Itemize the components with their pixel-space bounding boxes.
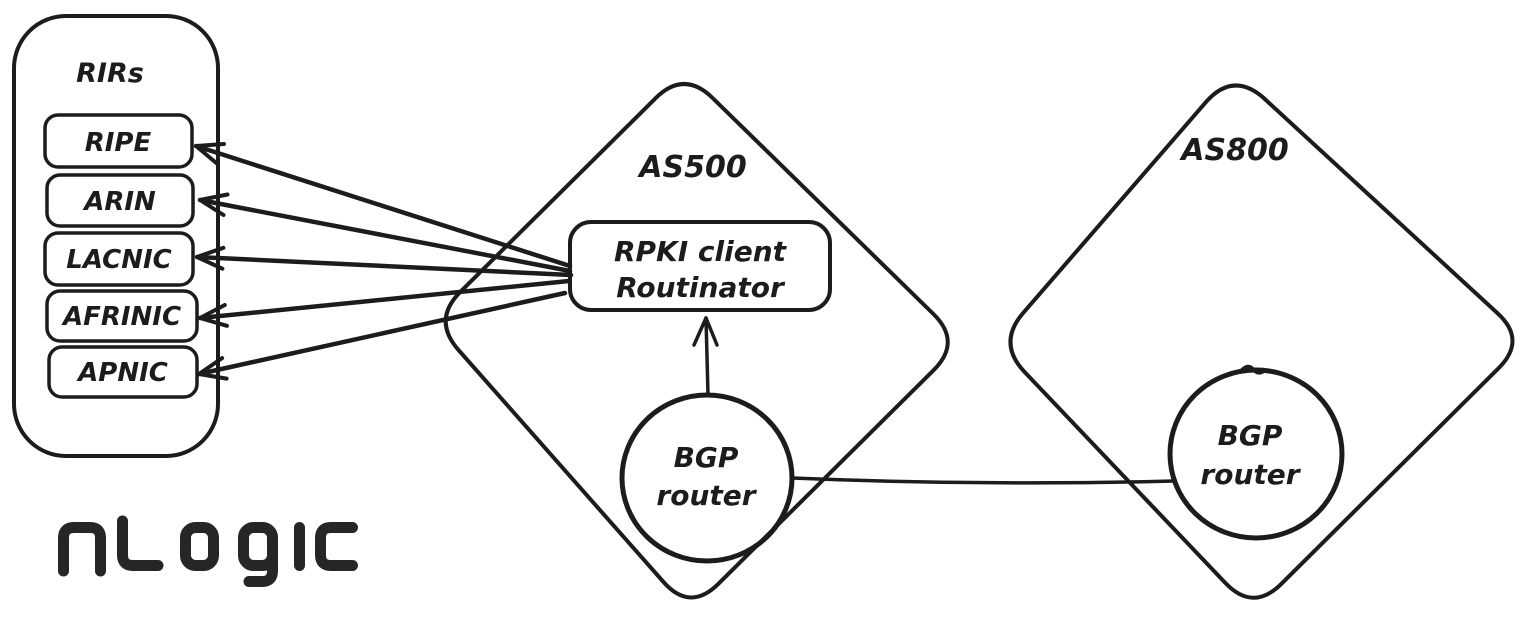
- as500-bgp-line1: BGP: [674, 441, 739, 474]
- rir-box: [47, 345, 199, 399]
- as500-label: AS500: [637, 150, 746, 185]
- nlogic-logo: nLogic: [58, 515, 358, 587]
- arrow-rpki-to-apnic: [196, 290, 568, 381]
- pen-squiggle: [1238, 364, 1266, 375]
- rir-box: [43, 231, 195, 287]
- rir-label: RIPE: [85, 128, 152, 158]
- as500-bgp-router-circle: [619, 392, 795, 564]
- arrow-head: [195, 245, 226, 271]
- as500-group: AS500 RPKI client Routinator BGP router: [443, 82, 950, 600]
- as800-boundary: [1008, 83, 1515, 600]
- rir-box: [45, 173, 195, 228]
- rpki-client-node: RPKI client Routinator: [568, 220, 832, 312]
- rirs-title: RIRs: [76, 58, 144, 89]
- arrow-shaft: [194, 254, 574, 278]
- as500-bgp-router-node: BGP router: [619, 392, 795, 564]
- rir-box: [43, 113, 194, 169]
- rir-node-lacnic: LACNIC: [43, 231, 195, 287]
- logo-letter-c: [315, 522, 358, 571]
- arrow-rpki-to-arin: [197, 192, 573, 274]
- logo-letter-n: [58, 522, 106, 577]
- rpki-client-line2: Routinator: [616, 271, 786, 304]
- arrow-shaft: [196, 290, 568, 377]
- arrows-rpki-to-rirs: [193, 142, 574, 381]
- rir-node-apnic: APNIC: [47, 345, 199, 399]
- as800-bgp-router-circle: [1167, 367, 1345, 541]
- as800-bgp-router-node: BGP router: [1167, 364, 1345, 541]
- as500-boundary: [443, 82, 950, 600]
- as800-label: AS800: [1179, 133, 1288, 168]
- arrow-shaft: [193, 143, 573, 269]
- rirs-container: [12, 14, 220, 458]
- link-bgp-routers: [790, 476, 1176, 485]
- arrow-bgp-to-rpki: [692, 316, 719, 397]
- rirs-panel: RIRs RIPE ARIN LACNIC AFRINIC APNIC: [12, 14, 220, 458]
- arrow-rpki-to-ripe: [193, 142, 573, 269]
- arrow-shaft: [197, 197, 573, 274]
- as800-group: AS800 BGP router: [1008, 83, 1515, 600]
- as800-bgp-line2: router: [1200, 458, 1301, 491]
- arrow-head: [197, 356, 229, 381]
- logo-letter-o: [180, 522, 219, 571]
- as800-bgp-line1: BGP: [1218, 419, 1283, 452]
- rir-label: AFRINIC: [61, 302, 181, 332]
- rpki-client-line1: RPKI client: [614, 235, 788, 268]
- arrow-rpki-to-lacnic: [194, 245, 574, 278]
- as500-bgp-line2: router: [656, 479, 757, 512]
- arrow-shaft: [197, 278, 572, 321]
- arrow-head: [194, 142, 226, 166]
- arrow-head: [198, 192, 230, 217]
- arrow-shaft: [704, 316, 710, 397]
- logo-letter-g-tail: [243, 549, 278, 587]
- logo-letter-g-bowl: [238, 522, 278, 571]
- arrow-rpki-to-afrinic: [197, 278, 572, 328]
- logo-letter-l: [117, 515, 164, 571]
- rir-label: ARIN: [82, 187, 156, 217]
- arrow-head: [692, 316, 719, 347]
- rir-node-ripe: RIPE: [43, 113, 194, 169]
- rir-label: LACNIC: [66, 245, 172, 275]
- rir-node-arin: ARIN: [45, 173, 195, 228]
- rir-node-afrinic: AFRINIC: [45, 289, 199, 343]
- arrow-head: [198, 303, 229, 328]
- rir-box: [45, 289, 199, 343]
- rir-label: APNIC: [76, 358, 168, 388]
